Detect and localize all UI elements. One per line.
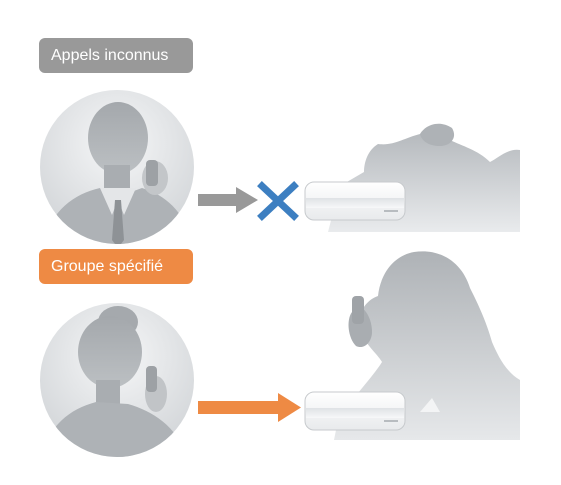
arrow-gray — [198, 187, 258, 213]
row-unknown-calls — [40, 90, 520, 244]
label-specified-group: Groupe spécifié — [39, 249, 193, 284]
base-station-device-1 — [304, 181, 406, 221]
label-unknown-calls: Appels inconnus — [39, 38, 193, 73]
caller-man-avatar — [40, 90, 194, 244]
caller-woman-avatar — [40, 303, 194, 457]
row-specified-group — [40, 251, 520, 457]
arrow-orange — [198, 393, 301, 422]
base-station-device-2 — [304, 391, 406, 431]
blocked-x-icon — [257, 181, 299, 221]
